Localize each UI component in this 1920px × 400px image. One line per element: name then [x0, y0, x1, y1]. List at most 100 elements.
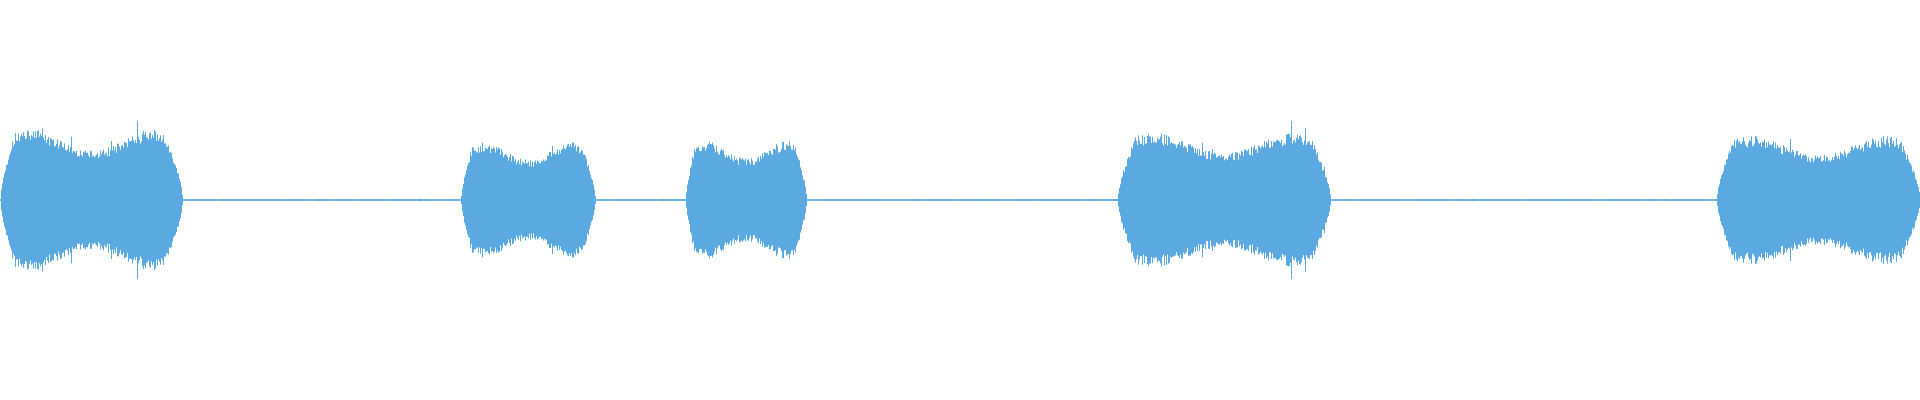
- waveform-sample: [199, 199, 200, 201]
- waveform-sample: [1564, 199, 1565, 201]
- waveform-sample: [548, 155, 549, 245]
- waveform-sample: [1732, 144, 1733, 256]
- waveform-sample: [694, 148, 695, 252]
- waveform-sample: [372, 199, 373, 201]
- waveform-sample: [797, 156, 798, 244]
- waveform-sample: [620, 199, 621, 201]
- waveform-sample: [1631, 199, 1632, 201]
- waveform-sample: [1103, 199, 1104, 201]
- waveform-sample: [1114, 199, 1115, 201]
- waveform-sample: [1410, 199, 1411, 201]
- waveform-sample: [1841, 153, 1842, 247]
- waveform-sample: [1543, 198, 1544, 202]
- waveform-sample: [1883, 136, 1884, 264]
- waveform-sample: [1880, 147, 1881, 253]
- waveform-sample: [1678, 199, 1679, 201]
- waveform-sample: [1876, 146, 1877, 254]
- waveform-sample: [826, 199, 827, 201]
- waveform-sample: [267, 199, 268, 201]
- waveform-sample: [107, 156, 108, 244]
- waveform-sample: [166, 146, 167, 254]
- waveform-sample: [1380, 199, 1381, 201]
- waveform-sample: [1281, 139, 1282, 261]
- waveform-sample: [773, 148, 774, 252]
- waveform-sample: [1480, 199, 1481, 201]
- waveform-sample: [1604, 199, 1605, 201]
- waveform-sample: [1813, 162, 1814, 238]
- waveform-sample: [613, 199, 614, 201]
- waveform-sample: [744, 160, 745, 240]
- waveform-sample: [563, 145, 564, 255]
- waveform-sample: [1569, 199, 1570, 201]
- waveform-sample: [933, 199, 934, 201]
- waveform-sample: [615, 199, 616, 201]
- waveform-sample: [1724, 165, 1725, 235]
- waveform-sample: [1322, 170, 1323, 230]
- waveform-sample: [1609, 199, 1610, 201]
- waveform-sample: [1885, 145, 1886, 255]
- waveform-sample: [1078, 199, 1079, 201]
- waveform-sample: [1039, 199, 1040, 201]
- waveform-sample: [908, 199, 909, 201]
- waveform-sample: [1717, 194, 1718, 206]
- waveform-sample: [1541, 199, 1542, 201]
- waveform-sample: [115, 146, 116, 254]
- waveform-sample: [1536, 199, 1537, 201]
- waveform-sample: [450, 199, 451, 201]
- waveform-sample: [1540, 199, 1541, 201]
- waveform-sample: [91, 151, 92, 249]
- waveform-sample: [1900, 143, 1901, 257]
- waveform-sample: [749, 162, 750, 238]
- waveform-sample: [721, 148, 722, 252]
- waveform-sample: [966, 199, 967, 201]
- waveform-sample: [1395, 199, 1396, 201]
- waveform-sample: [542, 161, 543, 239]
- waveform-sample: [1002, 199, 1003, 201]
- waveform-sample: [1335, 199, 1336, 201]
- waveform-sample: [1576, 199, 1577, 201]
- waveform-sample: [938, 199, 939, 201]
- waveform-sample: [260, 199, 261, 201]
- waveform-sample: [96, 154, 97, 246]
- waveform-sample: [132, 136, 133, 264]
- waveform-sample: [1150, 136, 1151, 264]
- waveform-sample: [178, 173, 179, 227]
- waveform-sample: [603, 199, 604, 201]
- waveform-sample: [807, 199, 808, 201]
- waveform-sample: [340, 199, 341, 201]
- waveform-sample: [427, 199, 428, 201]
- waveform-sample: [1492, 199, 1493, 201]
- waveform-sample: [1755, 136, 1756, 264]
- waveform-sample: [170, 152, 171, 248]
- waveform-sample: [1317, 152, 1318, 248]
- waveform-sample: [839, 199, 840, 201]
- waveform-sample: [1685, 199, 1686, 201]
- waveform-sample: [1637, 199, 1638, 201]
- waveform-sample: [530, 160, 531, 240]
- waveform-sample: [48, 136, 49, 264]
- waveform-sample: [971, 199, 972, 201]
- waveform-sample: [1457, 199, 1458, 201]
- waveform-sample: [259, 199, 260, 201]
- waveform-sample: [1520, 199, 1521, 201]
- waveform-sample: [1324, 166, 1325, 234]
- waveform-sample: [1849, 153, 1850, 247]
- waveform-sample: [1019, 199, 1020, 201]
- waveform-sample: [1767, 147, 1768, 253]
- waveform-sample: [1759, 143, 1760, 257]
- waveform-sample: [1814, 159, 1815, 241]
- waveform-sample: [312, 199, 313, 201]
- waveform-sample: [716, 145, 717, 255]
- waveform-sample: [1856, 147, 1857, 253]
- waveform-sample: [979, 199, 980, 201]
- waveform-sample: [820, 199, 821, 201]
- waveform-sample: [517, 161, 518, 239]
- waveform-sample: [1473, 199, 1474, 201]
- waveform-sample: [1089, 199, 1090, 201]
- waveform-sample: [814, 199, 815, 201]
- waveform-sample: [363, 199, 364, 201]
- waveform-sample: [1777, 144, 1778, 256]
- waveform-sample: [33, 131, 34, 269]
- waveform-sample: [244, 199, 245, 201]
- waveform-sample: [726, 155, 727, 245]
